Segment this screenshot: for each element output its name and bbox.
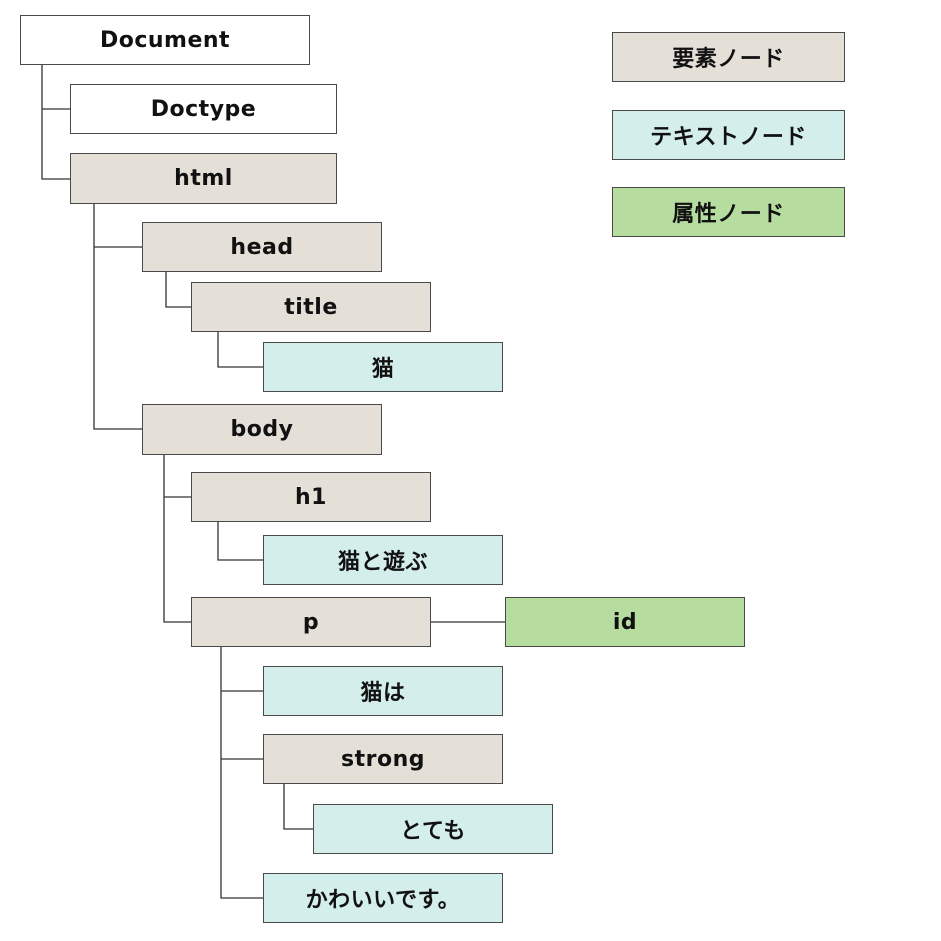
node-body: body xyxy=(142,404,382,455)
connector-head-title xyxy=(165,272,191,308)
legend-element-node: 要素ノード xyxy=(612,32,845,82)
connector-document-children xyxy=(41,65,70,180)
connector-body-children xyxy=(163,455,191,623)
connector-title-text xyxy=(217,332,263,368)
node-strong-text: とても xyxy=(313,804,553,854)
node-p-attr-id: id xyxy=(505,597,745,647)
node-head: head xyxy=(142,222,382,272)
legend-text-node: テキストノード xyxy=(612,110,845,160)
connector-p-children xyxy=(220,647,263,899)
connector-strong-text xyxy=(283,784,313,830)
node-h1-text: 猫と遊ぶ xyxy=(263,535,503,585)
node-html: html xyxy=(70,153,337,204)
legend-attribute-node: 属性ノード xyxy=(612,187,845,237)
connector-html-children xyxy=(93,204,142,430)
node-p-text-1: 猫は xyxy=(263,666,503,716)
node-p-text-2: かわいいです。 xyxy=(263,873,503,923)
node-document: Document xyxy=(20,15,310,65)
node-p: p xyxy=(191,597,431,647)
node-doctype: Doctype xyxy=(70,84,337,134)
node-strong: strong xyxy=(263,734,503,784)
node-h1: h1 xyxy=(191,472,431,522)
node-title-text: 猫 xyxy=(263,342,503,392)
node-title: title xyxy=(191,282,431,332)
connector-h1-text xyxy=(217,522,263,561)
